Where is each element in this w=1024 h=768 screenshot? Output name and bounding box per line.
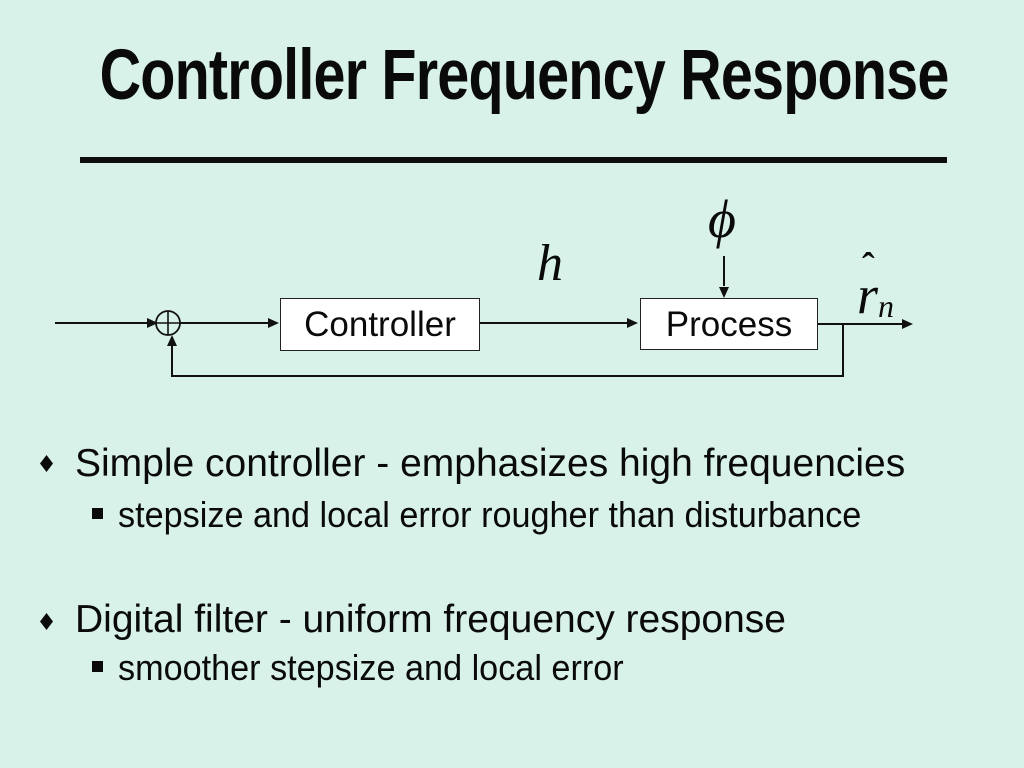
page-title: Controller Frequency Response [0, 40, 1024, 111]
bullet-diamond-icon [40, 455, 53, 472]
input-arrowhead-icon [147, 318, 158, 328]
list-item: smoother stepsize and local error [118, 647, 624, 688]
controller-box-label: Controller [304, 305, 456, 344]
r-hat-accent: ˆ [862, 246, 875, 288]
output-arrowhead-icon [902, 319, 913, 329]
bullet-square-icon [92, 661, 103, 672]
phi-arrowhead-icon [719, 287, 729, 298]
bullet-diamond-icon [40, 613, 53, 630]
title-underline [80, 157, 947, 163]
bullet-square-icon [92, 508, 103, 519]
feedback-arrowhead-icon [167, 335, 177, 346]
summing-junction-cross-icon [156, 311, 180, 335]
process-arrowhead-icon [627, 318, 638, 328]
r-subscript-n: n [878, 288, 894, 324]
phi-disturbance-label: ϕ [708, 189, 736, 249]
process-box: Process [640, 298, 818, 350]
list-item: stepsize and local error rougher than di… [118, 494, 862, 535]
list-item: Digital filter - uniform frequency respo… [75, 598, 786, 641]
feedback-line [171, 324, 844, 377]
list-item: Simple controller - emphasizes high freq… [75, 442, 906, 485]
process-box-label: Process [665, 304, 793, 344]
h-signal-label: h [537, 235, 563, 292]
page-title-text: Controller Frequency Response [99, 36, 950, 115]
controller-arrowhead-icon [268, 318, 279, 328]
controller-box: Controller [280, 298, 480, 351]
r-base: r [857, 265, 879, 325]
